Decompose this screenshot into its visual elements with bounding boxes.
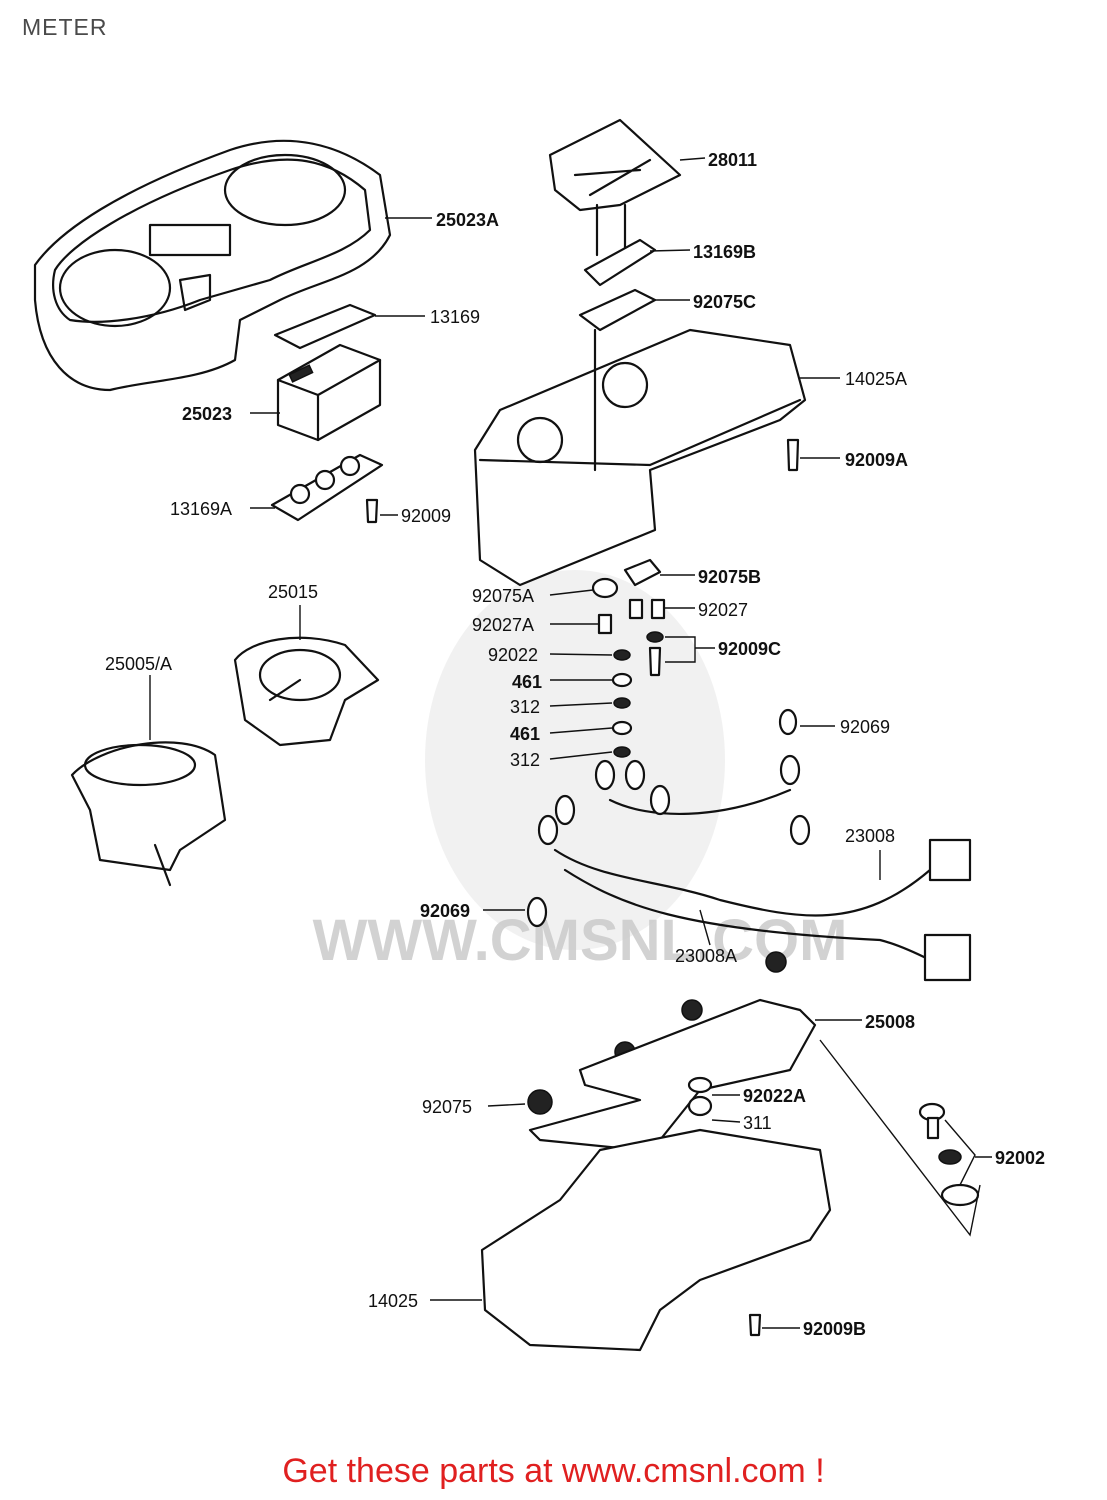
spacer-92027-upper: [628, 598, 644, 620]
indicator-panel: [273, 303, 377, 350]
label-312a: 312: [510, 697, 540, 717]
label-28011: 28011: [708, 150, 757, 170]
label-92075C: 92075C: [693, 292, 756, 312]
label-23008A: 23008A: [675, 946, 737, 966]
meter-25015: [233, 636, 380, 747]
label-13169: 13169: [430, 307, 480, 327]
lamp-holder: [270, 453, 384, 522]
part-labels: 28011 25023A 13169B 92075C 13169 14025A …: [105, 150, 1045, 1339]
label-13169B: 13169B: [693, 242, 756, 262]
label-25008: 25008: [865, 1012, 915, 1032]
screw-92009B: [748, 1313, 762, 1337]
label-23008: 23008: [845, 826, 895, 846]
label-461b: 461: [510, 724, 540, 744]
nut-312b: [613, 746, 631, 758]
label-92009C: 92009C: [718, 639, 781, 659]
bulb-92069a: [778, 708, 798, 736]
meter-top-unit: [548, 118, 682, 257]
grommet-2: [681, 999, 703, 1021]
washer-92022A: [687, 1076, 713, 1094]
label-25023A: 25023A: [436, 210, 499, 230]
label-461a: 461: [512, 672, 542, 692]
grommet-92075: [527, 1089, 553, 1115]
footer-link-text: Get these parts at www.cmsnl.com !: [282, 1452, 825, 1490]
label-92009: 92009: [401, 506, 451, 526]
washer-461a: [611, 672, 633, 688]
grommet-92075B: [623, 558, 662, 587]
label-14025: 14025: [368, 1291, 418, 1311]
screw-92009C: [646, 631, 664, 677]
screw-92009: [365, 498, 379, 524]
label-311: 311: [743, 1113, 772, 1133]
label-14025A: 14025A: [845, 369, 907, 389]
label-92022: 92022: [488, 645, 538, 665]
label-92009B: 92009B: [803, 1319, 866, 1339]
label-25023: 25023: [182, 404, 232, 424]
meter-cover: [480, 1128, 832, 1352]
washer-461b: [611, 720, 633, 736]
watermark-text: WWW.CMSNL.COM: [313, 908, 848, 973]
bulb-92069b: [526, 896, 548, 928]
label-92027: 92027: [698, 600, 748, 620]
meter-case: [33, 139, 392, 392]
bolt-92002: [918, 1102, 980, 1207]
washer-92022: [613, 649, 631, 661]
nut-311: [687, 1095, 713, 1117]
label-92022A: 92022A: [743, 1086, 806, 1106]
label-25015: 25015: [268, 582, 318, 602]
label-92002: 92002: [995, 1148, 1045, 1168]
meter-25005A: [70, 741, 227, 887]
label-92069b: 92069: [420, 901, 470, 921]
label-92075: 92075: [422, 1097, 472, 1117]
nut-312a: [613, 697, 631, 709]
leader-lines: [149, 157, 992, 1329]
spacer-92027A: [597, 613, 613, 635]
label-92069a: 92069: [840, 717, 890, 737]
bracket-25008: [528, 998, 817, 1152]
wire-harness: [537, 754, 972, 982]
bracket-13169B: [583, 238, 657, 287]
watermark: WWW.CMSNL.COM: [313, 570, 848, 973]
spacer-92027: [650, 598, 666, 620]
label-92027A: 92027A: [472, 615, 534, 635]
label-25005A: 25005/A: [105, 654, 172, 674]
indicator-block: [276, 343, 382, 442]
label-92009A: 92009A: [845, 450, 908, 470]
grommet-92075A: [591, 577, 619, 599]
label-312b: 312: [510, 750, 540, 770]
meter-housing: [473, 328, 807, 587]
label-92075A: 92075A: [472, 586, 534, 606]
label-92075B: 92075B: [698, 567, 761, 587]
plate-92075C: [578, 288, 657, 332]
label-13169A: 13169A: [170, 499, 232, 519]
page-title: METER: [22, 14, 108, 40]
grommet-1: [765, 951, 787, 973]
screw-92009A: [786, 438, 800, 472]
